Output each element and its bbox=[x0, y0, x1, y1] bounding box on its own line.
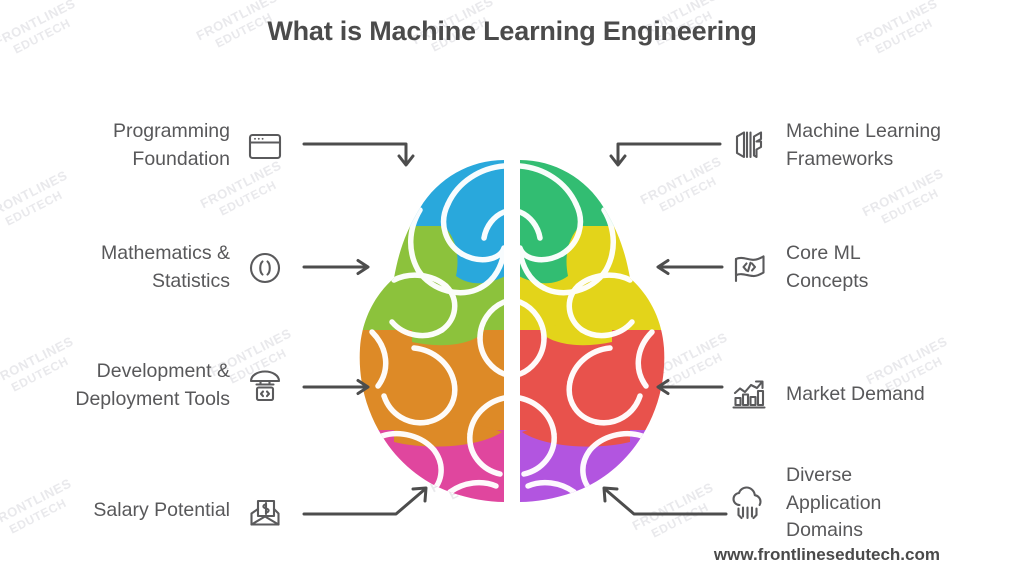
item-diverse-application-domains[interactable]: Diverse Application Domains bbox=[726, 462, 986, 545]
framework-pillars-icon bbox=[726, 123, 772, 169]
item-mathematics-statistics[interactable]: Mathematics & Statistics bbox=[50, 240, 288, 295]
item-label: Machine Learning Frameworks bbox=[786, 120, 942, 170]
arrow-salary-potential bbox=[300, 480, 440, 529]
brackets-circle-icon bbox=[242, 245, 288, 291]
item-programming-foundation[interactable]: Programming Foundation bbox=[50, 118, 288, 173]
growth-bar-chart-icon bbox=[726, 372, 772, 418]
arrow-machine-learning-frameworks bbox=[594, 136, 724, 181]
item-market-demand[interactable]: Market Demand bbox=[726, 372, 986, 418]
item-core-ml-concepts[interactable]: Core ML Concepts bbox=[726, 240, 986, 295]
item-label: Core ML Concepts bbox=[786, 242, 869, 292]
item-label: Mathematics & Statistics bbox=[101, 242, 230, 292]
salary-envelope-dollar-icon bbox=[242, 488, 288, 534]
arrow-development-deployment-tools bbox=[300, 375, 380, 404]
item-development-deployment-tools[interactable]: Development & Deployment Tools bbox=[50, 358, 288, 413]
item-label: Diverse Application Domains bbox=[786, 464, 882, 542]
arrow-programming-foundation bbox=[300, 136, 430, 181]
browser-window-icon bbox=[242, 123, 288, 169]
item-label: Development & Deployment Tools bbox=[75, 360, 230, 410]
site-url: www.frontlinesedutech.com bbox=[713, 545, 940, 564]
item-label: Programming Foundation bbox=[112, 120, 230, 170]
brain-central-fissure bbox=[504, 152, 520, 508]
item-label: Salary Potential bbox=[93, 499, 230, 522]
code-flag-icon bbox=[726, 245, 772, 291]
brain-left-hemisphere bbox=[359, 160, 505, 502]
arrow-diverse-application-domains bbox=[590, 480, 730, 529]
item-machine-learning-frameworks[interactable]: Machine Learning Frameworks bbox=[726, 118, 986, 173]
item-salary-potential[interactable]: Salary Potential bbox=[50, 488, 288, 534]
page-title: What is Machine Learning Engineering bbox=[267, 16, 757, 46]
brain-right-hemisphere bbox=[520, 160, 665, 502]
brain-illustration bbox=[352, 152, 672, 520]
arrow-market-demand bbox=[646, 375, 726, 404]
cloud-data-icon bbox=[726, 481, 772, 527]
arrow-core-ml-concepts bbox=[646, 255, 726, 284]
item-label: Market Demand bbox=[786, 383, 925, 406]
deploy-tools-code-icon bbox=[242, 363, 288, 409]
arrow-mathematics-statistics bbox=[300, 255, 380, 284]
